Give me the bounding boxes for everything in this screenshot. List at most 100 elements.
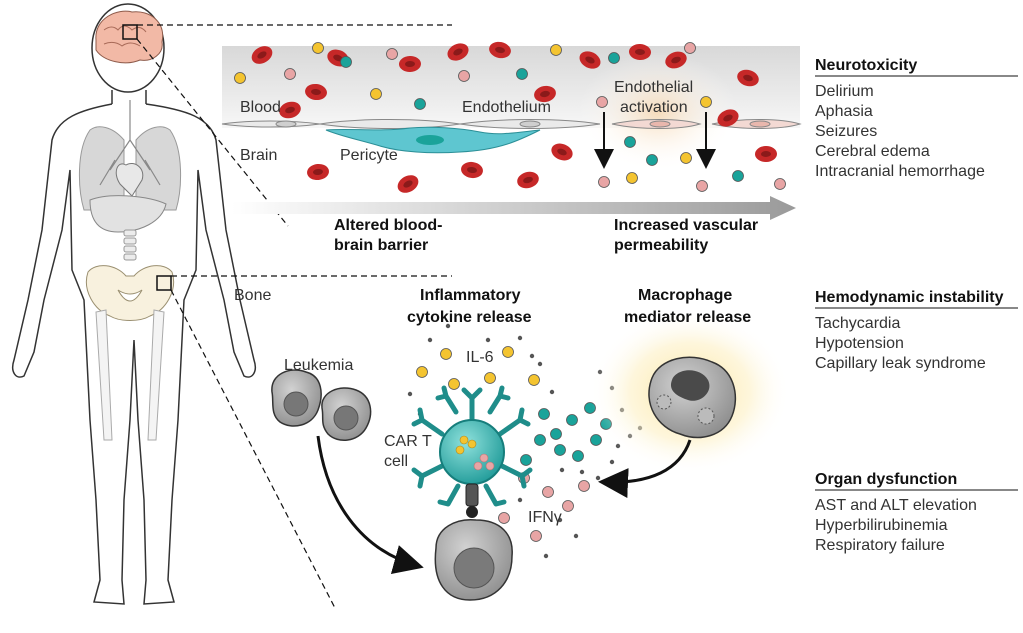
mediator-speck xyxy=(537,361,543,367)
hemodynamic-title: Hemodynamic instability xyxy=(815,289,1004,306)
car-t-cell xyxy=(411,385,533,518)
cytokine-particle xyxy=(590,434,602,446)
bone-zoom-box xyxy=(156,275,172,291)
car-t-label-line2: cell xyxy=(384,453,408,470)
cytokine-particle xyxy=(696,180,708,192)
endothelium-label: Endothelium xyxy=(462,99,551,116)
cytokine-particle xyxy=(502,346,514,358)
neurotoxicity-panel: Neurotoxicity Delirium Aphasia Seizures … xyxy=(815,57,1018,180)
cytokine-particle xyxy=(534,434,546,446)
cytokine-particle xyxy=(550,428,562,440)
red-blood-cell xyxy=(399,55,421,73)
il6-label: IL-6 xyxy=(466,349,494,366)
cytokine-particle xyxy=(370,88,382,100)
cytokine-particles xyxy=(234,42,786,559)
red-blood-cell xyxy=(737,69,759,87)
red-blood-cell xyxy=(305,83,327,101)
hemodynamic-panel: Hemodynamic instability Tachycardia Hypo… xyxy=(815,289,1018,372)
red-blood-cell xyxy=(629,43,651,61)
macrophage-label-line1: Macrophage xyxy=(638,287,732,304)
mediator-speck xyxy=(595,475,601,481)
liver-illustration xyxy=(89,195,167,233)
macrophage-label-line2: mediator release xyxy=(624,309,751,326)
mediator-speck xyxy=(445,323,451,329)
hemodynamic-item: Tachycardia xyxy=(815,315,900,332)
target-leukemia-cell xyxy=(434,519,513,601)
red-blood-cell xyxy=(307,163,329,181)
endothelial-cell-layer xyxy=(221,119,802,129)
permeability-label-line1: Increased vascular xyxy=(614,217,758,234)
mediator-speck xyxy=(485,337,491,343)
neurotoxicity-item: Delirium xyxy=(815,83,874,100)
endothelial-label-line2: activation xyxy=(620,99,688,116)
red-blood-cell xyxy=(489,41,511,59)
cytokine-particle xyxy=(700,96,712,108)
organ-dysfunction-item: Respiratory failure xyxy=(815,537,945,554)
cytokine-particle xyxy=(566,414,578,426)
hemodynamic-item: Capillary leak syndrome xyxy=(815,355,986,372)
leukemia-label: Leukemia xyxy=(284,357,353,374)
cytokine-particle xyxy=(596,96,608,108)
pelvis-illustration xyxy=(86,265,174,321)
permeability-label-line2: permeability xyxy=(614,237,708,254)
mediator-speck xyxy=(549,389,555,395)
cytokine-particle xyxy=(572,450,584,462)
brain-zoom-box xyxy=(122,24,138,40)
cytokine-particle xyxy=(498,512,510,524)
cytokine-particle xyxy=(626,172,638,184)
mediator-speck xyxy=(529,353,535,359)
cytokine-particle xyxy=(520,454,532,466)
cytokine-particle xyxy=(578,480,590,492)
red-blood-cell xyxy=(279,101,301,119)
altered-bbb-label-line2: brain barrier xyxy=(334,237,428,254)
cytokine-particle xyxy=(550,44,562,56)
organ-dysfunction-title: Organ dysfunction xyxy=(815,471,957,488)
neurotoxicity-item: Seizures xyxy=(815,123,877,140)
cytokine-particle xyxy=(414,98,426,110)
red-blood-cell xyxy=(461,161,483,179)
mediator-speck xyxy=(573,533,579,539)
human-body-figure xyxy=(12,3,256,605)
altered-bbb-label-line1: Altered blood- xyxy=(334,217,442,234)
car-t-label-line1: CAR T xyxy=(384,433,432,450)
cytokine-particle xyxy=(340,56,352,68)
cytokine-particle xyxy=(608,52,620,64)
cytokine-label-line1: Inflammatory xyxy=(420,287,521,304)
red-blood-cell xyxy=(534,85,556,103)
cytokine-particle xyxy=(554,444,566,456)
macrophage-cell xyxy=(648,356,737,439)
permeability-arrows xyxy=(594,112,716,169)
brain-illustration xyxy=(95,10,164,64)
brain-label: Brain xyxy=(240,147,277,164)
cytokine-particle xyxy=(562,500,574,512)
cytokine-particle xyxy=(680,152,692,164)
ifn-gamma-label: IFNγ xyxy=(528,509,562,526)
endothelial-label-line1: Endothelial xyxy=(614,79,693,96)
blood-label: Blood xyxy=(240,99,281,116)
bone-label: Bone xyxy=(234,287,271,304)
mediator-speck xyxy=(557,517,563,523)
leukemia-cells xyxy=(271,369,372,441)
cytokine-particle xyxy=(646,154,658,166)
red-blood-cells xyxy=(251,41,777,193)
organ-dysfunction-panel: Organ dysfunction AST and ALT elevation … xyxy=(815,471,1018,554)
mediator-speck xyxy=(579,469,585,475)
red-blood-cell xyxy=(447,43,469,61)
pericyte-label: Pericyte xyxy=(340,147,398,164)
cytokine-particle xyxy=(538,408,550,420)
flow-arrows xyxy=(316,435,692,575)
mediator-speck xyxy=(427,337,433,343)
red-blood-cell xyxy=(579,51,601,69)
cytokine-particle xyxy=(416,366,428,378)
organ-dysfunction-item: AST and ALT elevation xyxy=(815,497,977,514)
cytokine-label-line2: cytokine release xyxy=(407,309,532,326)
organ-dysfunction-item: Hyperbilirubinemia xyxy=(815,517,948,534)
cytokine-particle xyxy=(516,68,528,80)
mediator-speck xyxy=(559,467,565,473)
red-blood-cell xyxy=(251,46,273,64)
cytokine-particle xyxy=(530,530,542,542)
neurotoxicity-title: Neurotoxicity xyxy=(815,57,917,74)
mediator-speck xyxy=(517,335,523,341)
hemodynamic-item: Hypotension xyxy=(815,335,904,352)
endothelial-activation-glow xyxy=(578,52,738,172)
